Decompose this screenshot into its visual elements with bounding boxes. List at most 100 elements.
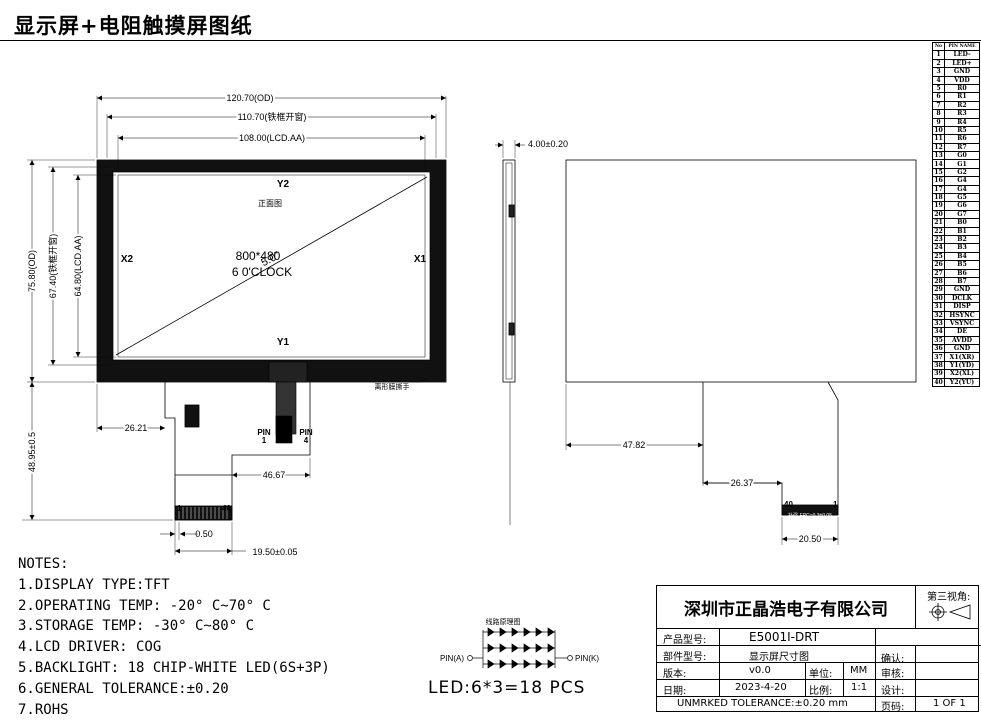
version-value: v0.0 (749, 665, 771, 676)
dim-finger: 19.50±0.05 (253, 547, 298, 557)
pin-name: R2 (944, 100, 980, 111)
pin-number: 31 (932, 302, 945, 312)
pin1-word: PIN (257, 428, 271, 437)
pin-name: HSYNC (944, 310, 980, 320)
dim-thickness: 4.00±0.20 (528, 139, 568, 149)
front-view-labels: 120.70(OD) 110.70(铁框开窗) 108.00(LCD.AA) 7… (25, 91, 427, 557)
part-label: 部件型号: (663, 652, 707, 663)
pin-name: LED+ (944, 58, 980, 69)
pin-number: 5 (932, 83, 945, 94)
pin-name: GND (944, 285, 980, 295)
pin-number: 32 (932, 310, 945, 320)
dim-fpc-width: 46.67 (263, 470, 286, 480)
pin-name: VDD (944, 75, 980, 85)
touch-flex (268, 361, 308, 444)
pin-number: 16 (932, 176, 945, 186)
pin-name: LED- (944, 50, 980, 60)
pin-name: B5 (944, 260, 980, 270)
unit-label: 单位: (809, 669, 833, 680)
pin-number: 27 (932, 268, 945, 278)
pin-number: 4 (932, 75, 945, 85)
note-line: 6.GENERAL TOLERANCE:±0.20 (18, 680, 229, 697)
back-view (565, 159, 917, 545)
pin-number: 25 (932, 251, 945, 262)
pin-number: 34 (932, 327, 945, 337)
pin-name: R0 (944, 83, 980, 94)
pull-tab-label: 离形膜撕手 (375, 382, 410, 391)
pin-number: 14 (932, 159, 945, 169)
company-name: 深圳市正晶浩电子有限公司 (684, 599, 888, 620)
pin-name: G6 (944, 201, 980, 211)
dim-fpc-left: 26.21 (125, 423, 148, 433)
pin-number: 35 (932, 335, 945, 346)
date-label: 日期: (663, 686, 687, 697)
version-label: 版本: (663, 669, 687, 680)
pin-name: G5 (944, 193, 980, 203)
page-label: 页码: (881, 702, 905, 713)
led-summary: LED:6*3=18 PCS (428, 678, 586, 698)
label-front: 正面图 (258, 199, 282, 208)
title-block: 深圳市正晶浩电子有限公司 第三视角: 产品型号: E5001I-DRT 部件型号… (656, 585, 981, 713)
pin-number: 3 (932, 67, 945, 77)
pin-name: Y2(YU) (944, 377, 980, 388)
pin-name: B3 (944, 243, 980, 253)
note-line: 2.OPERATING TEMP: -20° C~70° C (18, 597, 271, 614)
active-area (112, 171, 431, 361)
back-pin-40: 40 (784, 500, 793, 509)
dim-pitch: 0.50 (195, 529, 213, 539)
title-rule (0, 40, 981, 41)
pin-number: 40 (932, 377, 945, 388)
pin-name: R4 (944, 117, 980, 127)
pin-name: G2 (944, 167, 980, 178)
pin-name: G4 (944, 184, 980, 195)
dim-bezel-width: 110.70(铁框开窗) (238, 111, 307, 122)
pin-number: 29 (932, 285, 945, 295)
pin-number: 8 (932, 109, 945, 119)
pin-name: GND (944, 67, 980, 77)
tolerance-note: UNMRKED TOLERANCE:±0.20 mm (677, 698, 848, 709)
back-view-labels: 47.82 26.37 20.50 40 1 补强-FPC=0.3±0.05 (621, 438, 838, 546)
pin-name: G7 (944, 209, 980, 220)
projection-label: 第三视角: (927, 592, 971, 603)
dim-aa-width: 108.00(LCD.AA) (239, 133, 305, 143)
pin-name: B6 (944, 268, 980, 278)
scale-value: 1:1 (851, 682, 868, 693)
pin-name: AVDD (944, 335, 980, 346)
pin-name: B1 (944, 226, 980, 237)
pin-number: 9 (932, 117, 945, 127)
fpc-note: 补强-FPC=0.3±0.05 (788, 512, 832, 519)
fpc-component (184, 404, 200, 428)
front-view (22, 95, 447, 555)
pin4-word: PIN (299, 428, 313, 437)
pin-name: R5 (944, 125, 980, 136)
pin-name: R3 (944, 109, 980, 119)
note-line: 5.BACKLIGHT: 18 CHIP-WHITE LED(6S+3P) (18, 659, 330, 676)
pin-name: DE (944, 327, 980, 337)
note-line: 7.ROHS (18, 701, 69, 718)
pin-name: R1 (944, 92, 980, 102)
pin-number: 2 (932, 58, 945, 69)
